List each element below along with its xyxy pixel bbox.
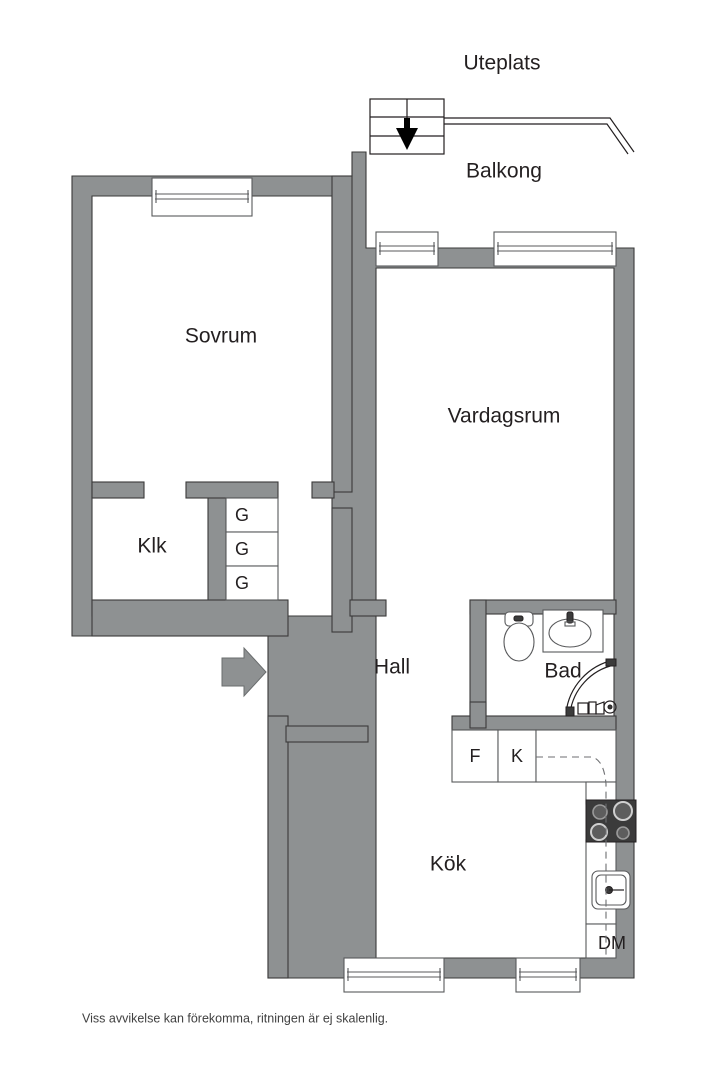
- freezer-unit: [451, 729, 499, 783]
- room-label-hall: Hall: [374, 656, 410, 679]
- windows: [151, 177, 617, 993]
- dishwasher-unit: [585, 923, 617, 959]
- apartment-walls: [71, 151, 635, 979]
- washbasin-fixture: [542, 609, 604, 653]
- wardrobe-label-2: G: [235, 539, 249, 559]
- kitchen-units: F K DM: [451, 729, 637, 959]
- window-sovrum-north: [151, 177, 253, 217]
- room-label-bad: Bad: [544, 660, 581, 683]
- room-label-uteplats: Uteplats: [463, 52, 540, 75]
- disclaimer-text: Viss avvikelse kan förekomma, ritningen …: [82, 1011, 388, 1025]
- stairs-down-arrow: [396, 118, 418, 150]
- counter-unit-top: [535, 729, 617, 783]
- freezer-label: F: [470, 746, 481, 766]
- window-vardagsrum-north-left: [375, 231, 439, 267]
- wardrobe-units: G G G: [225, 497, 279, 601]
- dishwasher-label: DM: [598, 933, 626, 953]
- fridge-label: K: [511, 746, 523, 766]
- window-vardagsrum-north-right: [493, 231, 617, 267]
- bathroom-fixtures: [503, 609, 617, 717]
- room-label-sovrum: Sovrum: [185, 325, 257, 348]
- balcony-stairs: [369, 98, 445, 155]
- window-kok-south-right: [515, 957, 581, 993]
- corner-shower-fixture: [565, 658, 617, 717]
- room-label-klk: Klk: [137, 535, 167, 558]
- toilet-fixture: [503, 611, 535, 662]
- room-labels: Uteplats Balkong Sovrum Vardagsrum Klk H…: [137, 52, 581, 876]
- window-kok-south-left: [343, 957, 445, 993]
- room-label-kok: Kök: [430, 853, 467, 876]
- wardrobe-unit-2: [225, 531, 279, 567]
- stove-cooktop-fixture: [585, 799, 637, 843]
- wardrobe-unit-3: [225, 565, 279, 601]
- entrance-direction-arrow: [221, 646, 267, 698]
- wardrobe-label-3: G: [235, 573, 249, 593]
- room-label-vardagsrum: Vardagsrum: [448, 405, 561, 428]
- wardrobe-unit-1: [225, 497, 279, 533]
- room-label-balkong: Balkong: [466, 160, 542, 183]
- wardrobe-label-1: G: [235, 505, 249, 525]
- fridge-unit: [497, 729, 537, 783]
- balcony-structure: [366, 117, 635, 248]
- kitchen-sink-fixture: [591, 870, 631, 910]
